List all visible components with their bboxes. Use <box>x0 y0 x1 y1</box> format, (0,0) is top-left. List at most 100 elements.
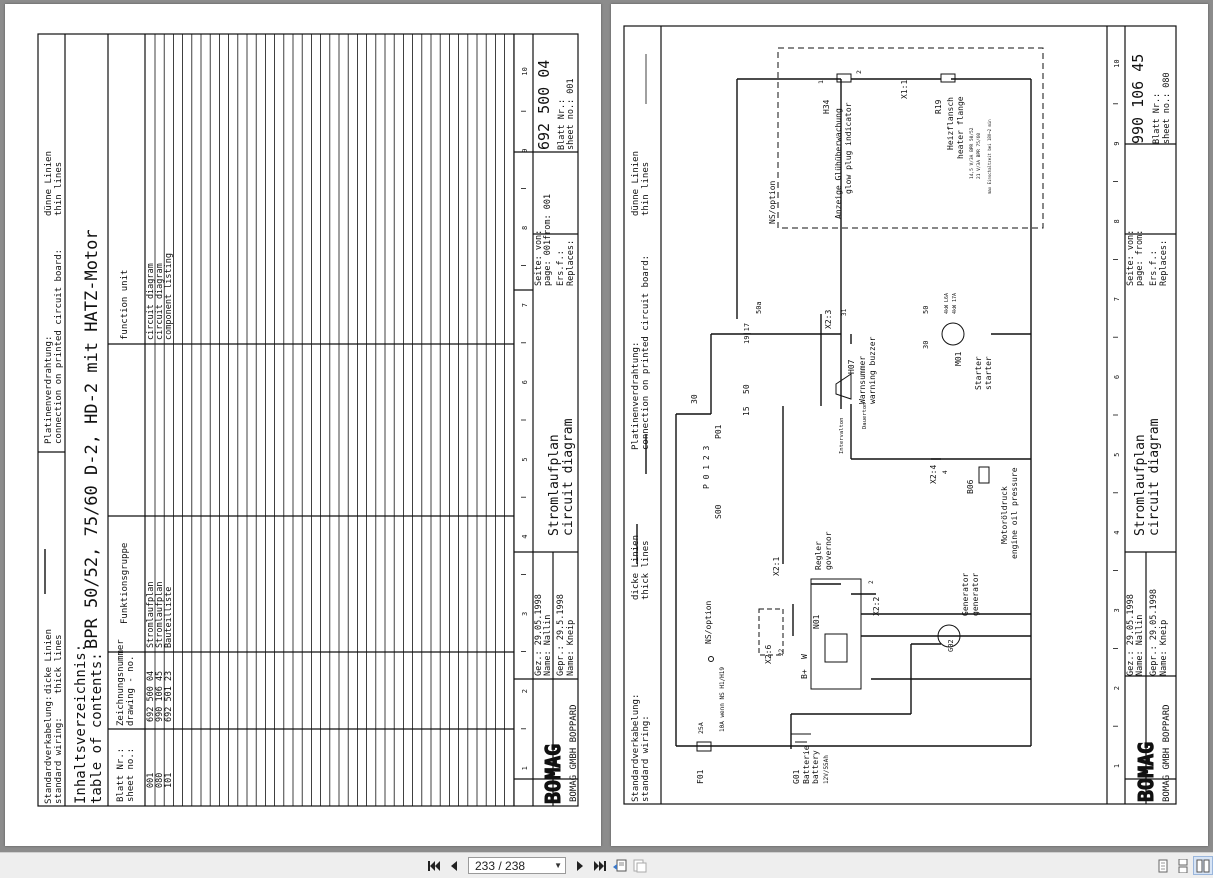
label-w: W <box>800 654 809 659</box>
schematic-components <box>696 47 1044 752</box>
wiring-std-en: standard wiring: <box>54 717 64 804</box>
continuous-button[interactable] <box>1173 856 1193 875</box>
zone-number: 7 <box>1113 297 1121 301</box>
previous-view-button[interactable] <box>610 856 630 875</box>
replaces-de: Ers.f.: <box>556 250 566 286</box>
zone-number: 2 <box>521 689 529 693</box>
label-glow-de: Anzeige Glühüberwachung <box>834 108 843 219</box>
label-h34: H34 <box>822 99 831 114</box>
title-block-de: Stromlaufplan <box>1133 434 1148 536</box>
label-buzzer-de: Warnsummer <box>858 356 867 404</box>
row-unit: circuit diagram <box>155 263 165 340</box>
first-page-button[interactable] <box>424 856 444 875</box>
label-governor-de: Regler <box>814 541 823 570</box>
company-name: BOMAG GMBH BOPPARD <box>569 704 579 802</box>
label-battery-de: Batterie <box>802 745 811 784</box>
wiring-std-en: standard wiring: <box>641 715 651 802</box>
label-heater-en: heater flange <box>956 96 965 159</box>
layout-mode-buttons <box>1153 856 1213 875</box>
label-x2-3-pin: 31 <box>841 308 848 316</box>
label-x2-6-pin: 22 <box>778 648 785 656</box>
single-page-button[interactable] <box>1153 856 1173 875</box>
prev-page-button[interactable] <box>444 856 464 875</box>
last-page-button[interactable] <box>590 856 610 875</box>
zone-number: 1 <box>521 766 529 770</box>
last-page-icon <box>594 860 606 871</box>
next-view-button[interactable] <box>630 856 650 875</box>
bomag-logo: BOMAG <box>1134 742 1158 802</box>
sheet-no-en: sheet no.: 001 <box>566 78 576 150</box>
header-legend: Standardverkabelung: standard wiring: di… <box>631 151 651 802</box>
document-viewer[interactable]: Standardverkabelung: standard wiring: di… <box>0 0 1213 852</box>
page-number-select[interactable]: 233 / 238 ▼ <box>468 857 566 874</box>
checked-date: Gepr.: 29.05.1998 <box>1149 589 1159 676</box>
label-p01-positions: P 0 1 2 3 <box>702 445 711 489</box>
label-starter-50: 50 <box>922 306 930 314</box>
label-pin-2: 2 <box>855 70 863 74</box>
label-b-plus: B+ <box>800 669 809 679</box>
row-group: Stromlaufplan <box>146 581 156 648</box>
heater-r19-icon <box>940 73 956 83</box>
label-ns-option-2: NS/option <box>768 180 777 224</box>
col-sheet-de: Blatt Nr.: <box>116 748 126 802</box>
regulator-box-icon <box>810 578 862 690</box>
row-unit: component listing <box>164 253 174 340</box>
label-governor-en: governor <box>824 531 833 570</box>
replaces-de: Ers.f.: <box>1149 250 1159 286</box>
generator-g02-icon <box>937 624 961 648</box>
next-page-icon <box>577 860 583 871</box>
row-sheet: 080 <box>155 773 165 788</box>
next-page-button[interactable] <box>570 856 590 875</box>
replaces-en: Replaces: <box>566 240 576 286</box>
pcb-wiring-de: Platinenverdrahtung: <box>44 336 54 444</box>
document-title: BPR 50/52, 75/60 D-2, HD-2 mit HATZ-Moto… <box>82 229 102 649</box>
first-page-icon <box>428 860 440 871</box>
label-x2-4: X2:4 <box>929 465 938 484</box>
label-starter-de: Starter <box>974 356 983 390</box>
label-oil-pressure-de: Motoröldruck <box>1000 486 1009 544</box>
oil-pressure-b06-icon <box>978 466 990 484</box>
terminal-icon <box>708 656 714 662</box>
row-group: Bauteilliste <box>164 587 174 648</box>
label-terminal-19-17: 19|17 <box>743 323 751 344</box>
single-page-icon <box>1158 859 1168 872</box>
wiring-std-de: Standardverkabelung: <box>631 694 641 802</box>
label-generator-de: Generator <box>961 572 970 616</box>
title-block-de: Stromlaufplan <box>547 434 562 536</box>
label-n01: N01 <box>812 614 821 629</box>
zone-number: 8 <box>521 226 529 230</box>
facing-pages-button[interactable] <box>1193 856 1213 875</box>
label-p01: P01 <box>714 424 723 439</box>
label-x1-1: X1:1 <box>900 80 909 99</box>
drawn-date: Gez.: 29.05.1998 <box>534 594 544 676</box>
option-dashed-box <box>777 47 1044 229</box>
prev-page-icon <box>451 860 457 871</box>
thin-lines-en: thin lines <box>641 162 651 216</box>
label-terminal-30: 30 <box>690 394 699 404</box>
sheet-table-of-contents: Standardverkabelung: standard wiring: di… <box>37 33 579 807</box>
thin-lines-de: dünne Linien <box>631 151 641 216</box>
bomag-logo: BOMAG <box>541 744 565 804</box>
pcb-wiring-en: connection on printed circuit board: <box>54 249 64 444</box>
label-a25: 25A <box>697 722 705 734</box>
zone-number: 4 <box>521 535 529 539</box>
label-terminal-15: 15 <box>742 406 751 416</box>
title-block-en: circuit diagram <box>1147 418 1162 536</box>
thin-lines-en: thin lines <box>54 162 64 216</box>
thick-lines-de: dicke Linien <box>44 629 54 694</box>
label-x2-3: X2:3 <box>824 310 833 329</box>
zone-number: 8 <box>1113 219 1121 223</box>
label-battery-spec: 12V/55Ah <box>823 755 830 784</box>
label-heater-spec1: 14,5 V/3A BPR 50/52 <box>969 127 975 179</box>
label-heater-spec2: 21 V/3A BPR 75/60 <box>976 133 982 179</box>
replaces-en: Replaces: <box>1159 240 1169 286</box>
wiring-std-de: Standardverkabelung: <box>44 696 54 804</box>
label-h07: H07 <box>847 359 856 374</box>
label-x2-1-pin: 2 <box>868 580 875 584</box>
label-g01: G01 <box>792 769 801 784</box>
zone-number: 10 <box>1113 59 1121 67</box>
label-f01: F01 <box>696 769 705 784</box>
drawn-date: Gez.: 29.05.1998 <box>1126 594 1136 676</box>
sheet-no-en: sheet no.: 080 <box>1162 72 1172 144</box>
